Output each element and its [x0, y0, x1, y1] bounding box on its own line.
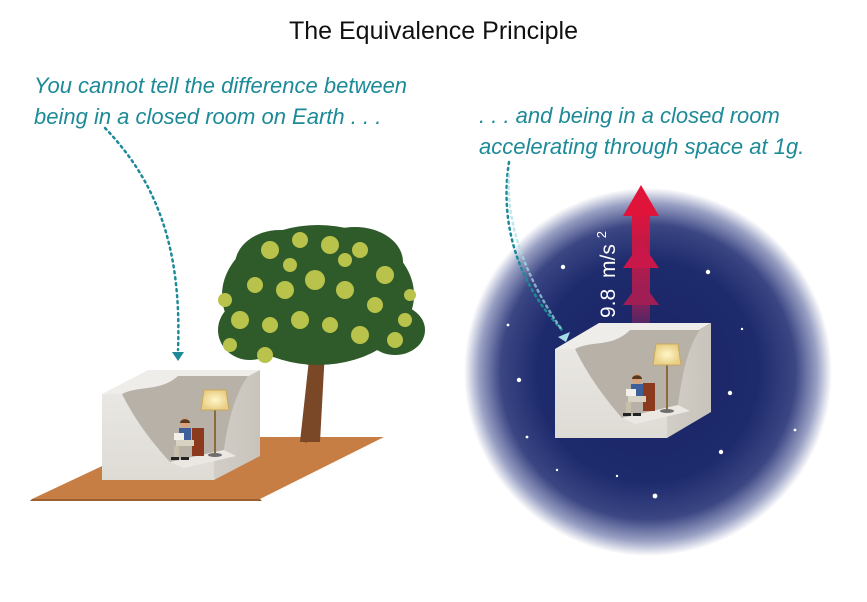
- tree: [218, 225, 425, 443]
- acceleration-arrow: [623, 185, 659, 340]
- space-pointer: [505, 160, 564, 332]
- earth-room: [102, 370, 260, 480]
- earth-pointer: [103, 126, 180, 352]
- earth-caption-line-2: being in a closed room on Earth . . .: [34, 104, 382, 129]
- stars: [506, 264, 797, 499]
- space-caption: . . . and being in a closed room acceler…: [479, 100, 804, 162]
- earth-caption-line-1: You cannot tell the difference between: [34, 73, 408, 98]
- earth-lamp-icon: [200, 389, 230, 411]
- acceleration-exponent: 2: [594, 231, 609, 238]
- space-lamp-icon: [652, 343, 682, 366]
- space-room: [555, 323, 711, 438]
- acceleration-value: 9.8: [597, 289, 620, 318]
- space-caption-line-2: accelerating through space at 1g.: [479, 134, 805, 159]
- earth-person-icon: [171, 418, 204, 460]
- earth-caption: You cannot tell the difference between b…: [34, 70, 407, 132]
- acceleration-label: 9.8 m/s 2: [594, 231, 620, 318]
- space-caption-line-1: . . . and being in a closed room: [479, 103, 780, 128]
- acceleration-unit: m/s: [597, 244, 620, 278]
- diagram-title: The Equivalence Principle: [288, 17, 579, 45]
- space-person-icon: [623, 374, 655, 416]
